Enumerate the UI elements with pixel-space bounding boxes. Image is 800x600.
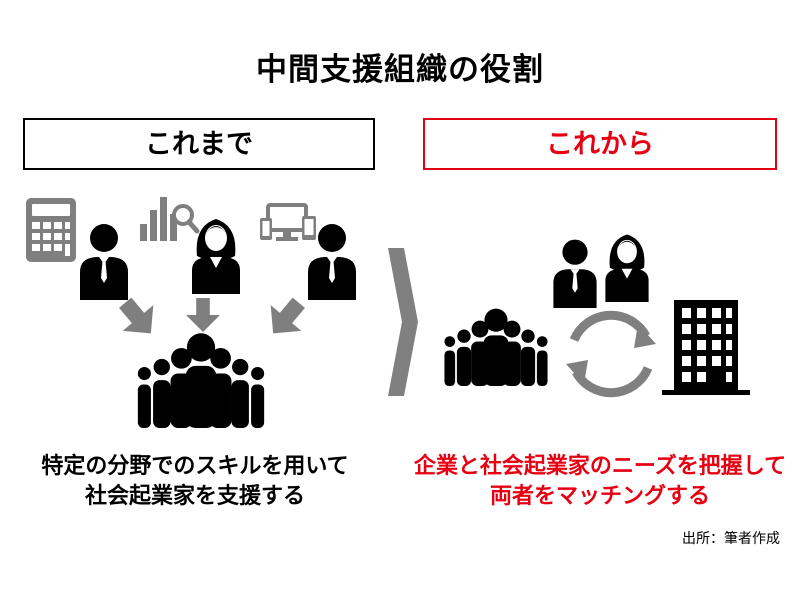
arrow-down-icon xyxy=(186,298,220,332)
before-description-line2: 社会起業家を支援する xyxy=(84,484,305,509)
after-description-line2: 両者をマッチングする xyxy=(489,484,710,509)
devices-icon xyxy=(260,203,316,241)
before-description-line1: 特定の分野でのスキルを用いて xyxy=(41,454,349,479)
before-description: 特定の分野でのスキルを用いて 社会起業家を支援する xyxy=(10,452,380,512)
crowd-icon xyxy=(137,333,265,428)
after-description-line1: 企業と社会起業家のニーズを把握して xyxy=(413,454,787,479)
page-title: 中間支援組織の役割 xyxy=(256,52,544,88)
exchange-cycle-icon xyxy=(566,310,656,398)
crowd-icon xyxy=(444,308,548,386)
before-label-box: これまで xyxy=(23,118,375,170)
businessman-icon xyxy=(80,224,128,300)
after-label-box: これから xyxy=(423,118,777,170)
building-icon xyxy=(662,300,750,395)
chevron-right-icon xyxy=(388,248,418,396)
after-description: 企業と社会起業家のニーズを把握して 両者をマッチングする xyxy=(400,452,800,512)
bar-chart-search-icon xyxy=(140,197,200,241)
before-label: これまで xyxy=(145,129,253,160)
businesswoman-icon xyxy=(605,234,649,302)
after-label: これから xyxy=(546,129,654,160)
calculator-icon xyxy=(26,198,76,262)
businessman-icon xyxy=(553,239,597,308)
arrow-down-left-icon xyxy=(257,289,315,347)
source-note: 出所：筆者作成 xyxy=(682,531,780,547)
